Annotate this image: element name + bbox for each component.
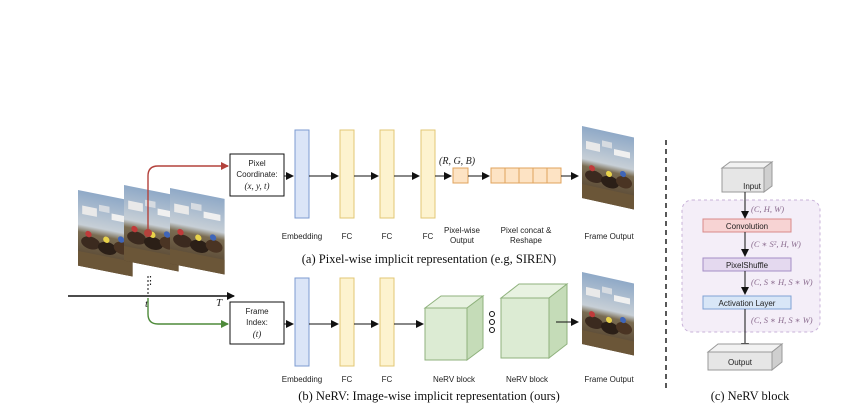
fc-layer-b2 (379, 277, 395, 367)
nerv-block-2 (499, 282, 569, 360)
ellipsis-circles (489, 311, 495, 333)
embedding-layer-a (294, 129, 310, 219)
caption-a: (a) Pixel-wise implicit representation (… (302, 252, 556, 266)
fc-label-b2: FC (382, 375, 393, 384)
dim-in-label: (C, H, W) (751, 204, 784, 214)
t-label: t (145, 298, 149, 310)
pixelwise-output-line2: Output (450, 236, 475, 245)
pixel-coord-line3: (x, y, t) (245, 181, 270, 191)
fc-label-a3: FC (423, 232, 434, 241)
rgb-label: (R, G, B) (439, 156, 476, 167)
pixel-concat-row (490, 167, 562, 184)
frame-index-line1: Frame (245, 307, 269, 316)
fc-layer-a2 (379, 129, 395, 219)
pixel-sample-arrow (147, 162, 229, 233)
dim-conv-label: (C ∗ S², H, W) (751, 239, 801, 249)
timeline-dots: ⋮ (145, 275, 156, 287)
output-label: Output (728, 358, 753, 367)
frame-index-box (229, 301, 285, 345)
frame-output-b (582, 272, 634, 356)
embedding-label-b: Embedding (282, 375, 322, 384)
fc-layer-a1 (339, 129, 355, 219)
frame-output-label-b: Frame Output (584, 375, 634, 384)
pixel-coord-line2: Coordinate: (236, 170, 277, 179)
convolution-layer (702, 218, 792, 233)
dim-out-label: (C, S ∗ H, S ∗ W) (751, 315, 813, 325)
fc-label-a1: FC (342, 232, 353, 241)
pixelwise-output-line1: Pixel-wise (444, 226, 481, 235)
activation-layer (702, 295, 792, 310)
pixelshuffle-label: PixelShuffle (726, 261, 769, 270)
input-label: Input (743, 182, 762, 191)
convolution-label: Convolution (726, 222, 768, 231)
frame-output-a (582, 126, 634, 210)
fc-layer-b1 (339, 277, 355, 367)
fc-layer-a3 (420, 129, 436, 219)
frame-output-label-a: Frame Output (584, 232, 634, 241)
frame-index-arrow (147, 298, 229, 328)
caption-b: (b) NeRV: Image-wise implicit representa… (298, 389, 560, 403)
caption-c: (c) NeRV block (711, 389, 790, 403)
nerv-block-label-1: NeRV block (433, 375, 476, 384)
fc-label-a2: FC (382, 232, 393, 241)
fc-label-b1: FC (342, 375, 353, 384)
frame-index-line3: (t) (253, 329, 262, 339)
activation-label: Activation Layer (719, 299, 776, 308)
pixel-coord-line1: Pixel (248, 159, 266, 168)
embedding-label-a: Embedding (282, 232, 322, 241)
concat-line1: Pixel concat & (501, 226, 552, 235)
concat-line2: Reshape (510, 236, 543, 245)
output-node (706, 342, 784, 372)
input-node (720, 161, 774, 193)
dim-ps-label: (C, S ∗ H, S ∗ W) (751, 277, 813, 287)
pixelshuffle-layer (702, 257, 792, 272)
nerv-block-label-2: NeRV block (506, 375, 549, 384)
pixel-output-cell (452, 167, 469, 184)
embedding-layer-b (294, 277, 310, 367)
frame-index-line2: Index: (246, 318, 268, 327)
nerv-block-1 (423, 295, 485, 361)
pixel-coordinate-box (229, 153, 285, 197)
T-label: T (216, 297, 223, 309)
